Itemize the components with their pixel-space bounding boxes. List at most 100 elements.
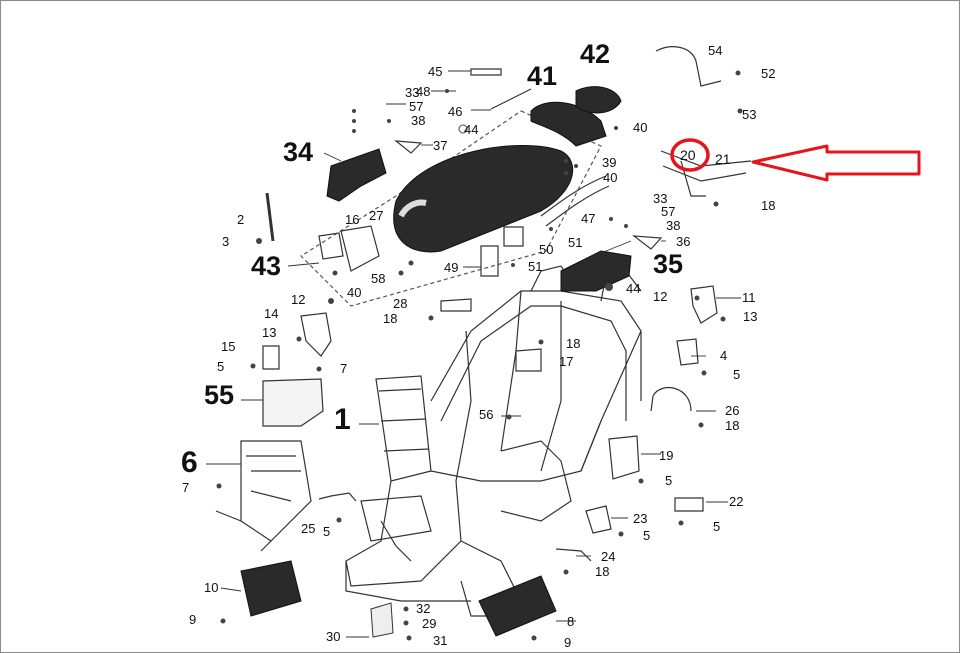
part-label-35: 35 [653, 249, 684, 279]
part-label-5: 5 [733, 367, 741, 382]
part-label-10: 10 [204, 580, 219, 595]
bracket-49 [480, 245, 499, 277]
highlight-ring [670, 138, 710, 172]
part-label-18c: 18 [595, 564, 610, 579]
latch-45 [470, 68, 502, 76]
rod-2 [265, 192, 275, 242]
part-label-20: 20 [680, 147, 696, 163]
part-label-38b: 38 [666, 218, 681, 233]
bracket-30 [370, 602, 394, 638]
bracket-11 [690, 285, 718, 324]
part-label-38: 38 [411, 113, 426, 128]
part-label-12: 12 [291, 292, 306, 307]
part-label-18e: 18 [566, 336, 581, 351]
part-label-51: 51 [568, 235, 583, 250]
part-label-31: 31 [433, 633, 448, 648]
side-cover-35 [560, 250, 632, 292]
part-label-53: 53 [742, 107, 757, 122]
part-label-24: 24 [601, 549, 616, 564]
cable-24 [555, 548, 592, 562]
part-label-9b: 9 [564, 635, 572, 650]
part-label-55: 55 [204, 380, 235, 410]
bracket-14 [300, 312, 332, 357]
part-label-40: 40 [633, 120, 648, 135]
part-label-9: 9 [189, 612, 197, 627]
part-label-30: 30 [326, 629, 341, 644]
part-label-8: 8 [567, 614, 575, 629]
rear-bracket-frame [215, 440, 312, 552]
panel-10 [240, 560, 302, 617]
part-label-57: 57 [409, 99, 424, 114]
part-label-40c: 40 [347, 285, 362, 300]
part-label-18: 18 [761, 198, 776, 213]
part-label-56: 56 [479, 407, 494, 422]
seat-cushion [393, 144, 574, 253]
part-label-43: 43 [251, 251, 282, 281]
bracket-17 [515, 348, 542, 372]
harness-54 [655, 46, 722, 87]
part-label-42: 42 [580, 39, 611, 69]
part-label-33: 33 [405, 85, 420, 100]
highlight-arrow [751, 144, 921, 182]
part-label-37: 37 [433, 138, 448, 153]
seat-group-outline [300, 110, 602, 307]
part-label-27: 27 [369, 208, 384, 223]
part-label-52: 52 [761, 66, 776, 81]
part-label-12b: 12 [653, 289, 668, 304]
part-label-2: 2 [237, 212, 245, 227]
part-label-7b: 7 [182, 480, 190, 495]
part-27 [340, 225, 380, 272]
part-label-26: 26 [725, 403, 740, 418]
part-label-4: 4 [720, 348, 728, 363]
part-label-25: 25 [301, 521, 316, 536]
part-label-17: 17 [559, 354, 574, 369]
part-label-44b: 44 [626, 281, 641, 296]
part-label-7: 7 [340, 361, 348, 376]
plate-19 [608, 435, 640, 480]
part-label-13b: 13 [743, 309, 758, 324]
bracket-28 [440, 298, 472, 312]
clamp-37 [394, 140, 423, 154]
part-label-32: 32 [416, 601, 431, 616]
part-label-57b: 57 [661, 204, 676, 219]
clamp-36 [632, 235, 663, 250]
part-label-44: 44 [464, 122, 479, 137]
part-label-13: 13 [262, 325, 277, 340]
part-label-5d: 5 [643, 528, 651, 543]
part-label-15: 15 [221, 339, 236, 354]
part-label-40b: 40 [603, 170, 618, 185]
part-label-45: 45 [428, 64, 443, 79]
part-label-49: 49 [444, 260, 459, 275]
part-label-19: 19 [659, 448, 674, 463]
part-label-50: 50 [539, 242, 554, 257]
part-label-18b: 18 [725, 418, 740, 433]
part-label-16: 16 [345, 212, 360, 227]
part-label-11: 11 [742, 290, 756, 305]
cable-25 [318, 492, 357, 502]
part-label-18d: 18 [383, 311, 398, 326]
backrest-41 [530, 101, 607, 147]
bracket-15 [262, 345, 280, 370]
cable-47 [540, 175, 610, 227]
part-label-51b: 51 [528, 259, 543, 274]
part-label-33b: 33 [653, 191, 668, 206]
part-label-5b: 5 [665, 473, 673, 488]
pad-42 [575, 86, 622, 114]
part-label-28: 28 [393, 296, 408, 311]
part-label-29: 29 [422, 616, 437, 631]
part-50 [503, 226, 524, 247]
seat-highlight [398, 199, 427, 218]
part-label-22: 22 [729, 494, 744, 509]
part-label-48: 48 [416, 84, 431, 99]
bracket-4 [676, 338, 699, 366]
part-label-34: 34 [283, 137, 314, 167]
part-label-14: 14 [264, 306, 279, 321]
part-22 [674, 497, 704, 512]
part-label-41: 41 [527, 61, 558, 91]
part-label-5e: 5 [217, 359, 225, 374]
part-label-5c: 5 [713, 519, 721, 534]
part-label-36: 36 [676, 234, 691, 249]
part-23 [585, 505, 612, 534]
